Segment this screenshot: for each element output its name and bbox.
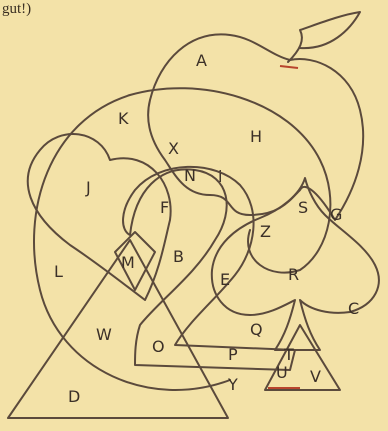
- label-W: W: [96, 325, 112, 344]
- label-S: S: [298, 198, 308, 217]
- label-O: O: [152, 337, 165, 356]
- label-i: i: [218, 167, 222, 186]
- label-R: R: [288, 265, 299, 284]
- label-M: M: [121, 253, 135, 272]
- label-L: L: [54, 262, 63, 281]
- label-V: V: [310, 367, 321, 386]
- label-H: H: [250, 127, 262, 146]
- label-Z: Z: [260, 222, 271, 241]
- label-P: P: [228, 345, 238, 364]
- label-T: T: [283, 345, 294, 364]
- number-two-outline: [123, 167, 295, 370]
- caption-text: gut!): [2, 0, 31, 18]
- label-D: D: [68, 387, 80, 406]
- label-J: J: [85, 178, 91, 197]
- label-B: B: [173, 247, 184, 266]
- label-N: N: [184, 166, 196, 185]
- spade-outline: [212, 178, 379, 350]
- label-Y: Y: [227, 375, 238, 394]
- label-E: E: [220, 270, 230, 289]
- label-X: X: [168, 139, 179, 158]
- label-C: C: [348, 299, 359, 318]
- apple-stem: [288, 12, 360, 62]
- label-U: U: [276, 363, 288, 382]
- label-F: F: [160, 198, 169, 217]
- label-K: K: [118, 109, 129, 128]
- apple-stem-tip: [280, 66, 298, 68]
- label-A: A: [196, 51, 207, 70]
- label-Q: Q: [250, 320, 263, 339]
- label-G: G: [330, 205, 342, 224]
